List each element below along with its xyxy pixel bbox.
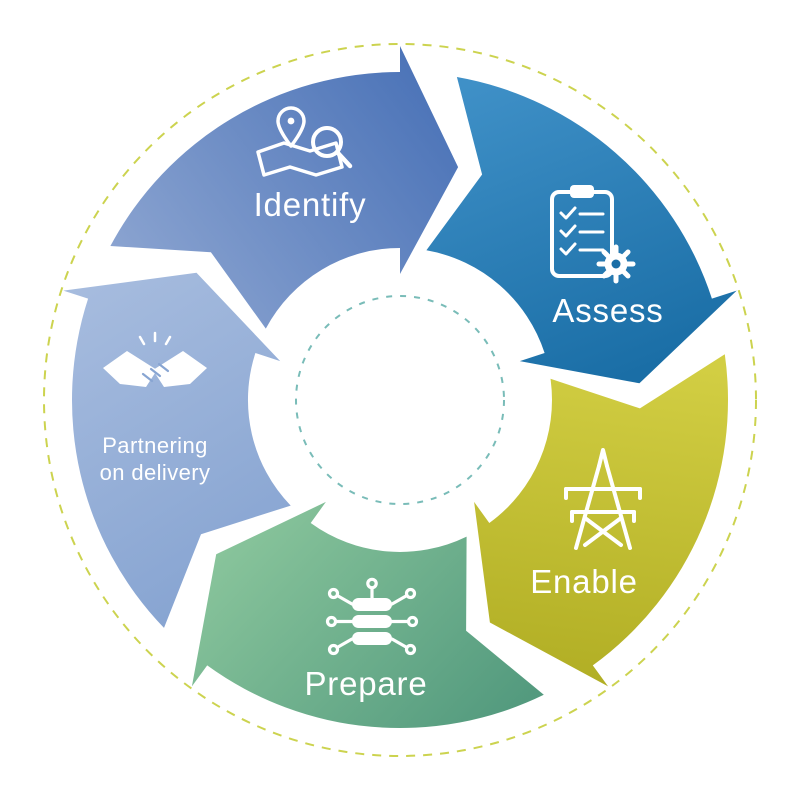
handshake-fingers	[141, 362, 170, 383]
segment-assess: Assess	[426, 77, 737, 384]
segment-enable-arrow	[474, 354, 729, 687]
outer-dashed-ring	[43, 43, 757, 757]
segment-prepare: Prepare	[191, 501, 544, 729]
network-branches	[325, 577, 419, 656]
handshake-icon	[103, 331, 207, 387]
database-disc-3	[352, 632, 392, 645]
clipboard-checklist-gear-icon	[550, 185, 636, 284]
handshake-left-hand	[103, 351, 157, 387]
segment-label-enable: Enable	[530, 563, 638, 600]
magnifier-icon	[311, 126, 353, 169]
check-mark-2	[559, 224, 577, 238]
segment-label-assess: Assess	[552, 292, 663, 329]
database-disc-1	[352, 598, 392, 611]
segment-partnering: Partnering on delivery	[63, 272, 291, 628]
gear-icon	[596, 244, 636, 284]
check-mark-3	[559, 242, 577, 256]
segment-label-prepare: Prepare	[304, 665, 427, 702]
clipboard-clip	[570, 185, 594, 198]
handshake-right-hand	[153, 351, 207, 387]
segment-identify-arrow	[110, 46, 459, 329]
database-disc-2	[352, 615, 392, 628]
check-mark-1	[559, 206, 577, 220]
segment-label-partnering-line1: Partnering	[102, 433, 208, 458]
location-pin-icon	[276, 106, 306, 148]
segment-identify: Identify	[110, 46, 459, 329]
segment-assess-arrow	[426, 77, 737, 384]
segment-enable: Enable	[474, 354, 729, 687]
transmission-tower-icon	[564, 448, 642, 550]
map-location-search-icon	[256, 106, 353, 177]
inner-dashed-ring	[295, 295, 505, 505]
segment-prepare-arrow	[191, 501, 544, 729]
segment-label-partnering-line2: on delivery	[100, 460, 211, 485]
handshake-shake-lines	[138, 331, 172, 346]
database-network-icon	[325, 577, 419, 656]
segment-label-identify: Identify	[254, 186, 367, 223]
